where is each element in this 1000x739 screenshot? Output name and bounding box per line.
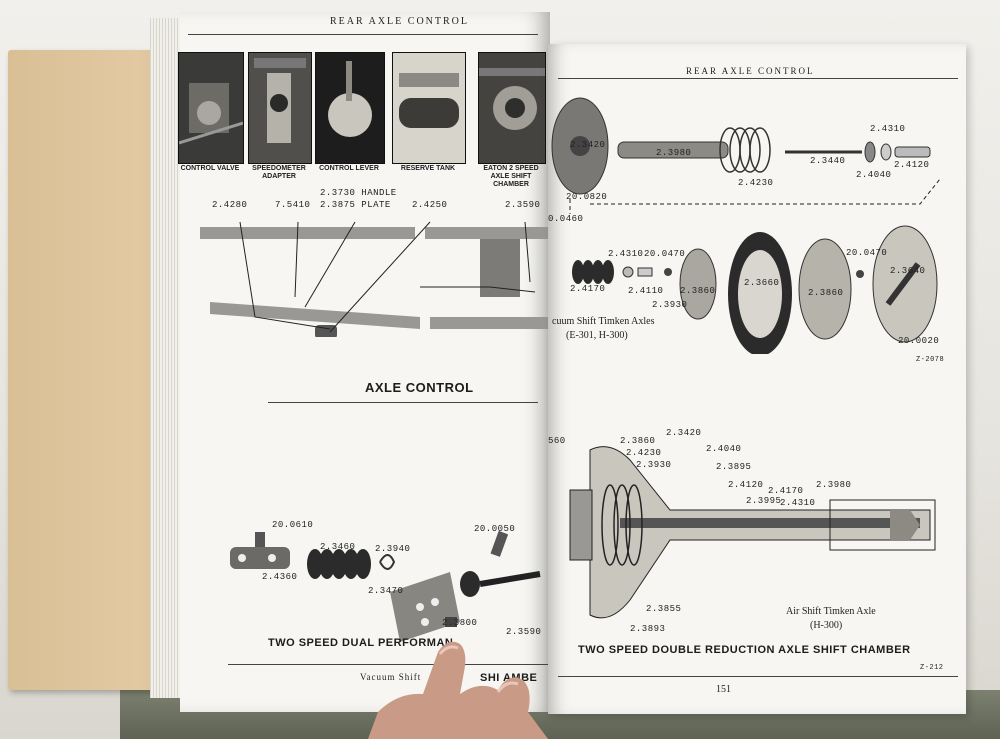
r-callout-2-3640: 2.3640 — [890, 266, 926, 276]
r-callout-2-4310-b: 2.4310 — [608, 249, 644, 259]
s-callout-2-3855: 2.3855 — [646, 604, 682, 614]
air-caption-line-1: Air Shift Timken Axle — [786, 606, 876, 617]
callout-2-3730: 2.3730 HANDLE — [320, 188, 397, 198]
r-callout-2-4170: 2.4170 — [570, 284, 606, 294]
callout-2-4360: 2.4360 — [262, 572, 298, 582]
callout-2-3940: 2.3940 — [375, 544, 411, 554]
r-callout-20-0020: 20.0020 — [898, 336, 940, 346]
r-callout-2-3860: 2.3860 — [680, 286, 716, 296]
r-callout-2-3860-b: 2.3860 — [808, 288, 844, 298]
hand-holding-page — [368, 641, 548, 739]
speedometer-adapter-photo — [248, 52, 312, 164]
callout-7-5410: 7.5410 — [275, 200, 311, 210]
photo-caption-reserve-tank: RESERVE TANK — [400, 165, 456, 172]
s-callout-2-3860: 2.3860 — [620, 436, 656, 446]
photo-caption-shift-chamber: EATON 2 SPEED AXLE SHIFT CHAMBER — [483, 165, 539, 188]
vacuum-caption-line-2: (E-301, H-300) — [566, 330, 628, 341]
header-rule — [188, 34, 538, 35]
s-callout-2-3893: 2.3893 — [630, 624, 666, 634]
air-caption-line-2: (H-300) — [810, 620, 843, 631]
callout-2-3800: 2.3800 — [442, 618, 478, 628]
r-callout-2-3660: 2.3660 — [744, 278, 780, 288]
r-callout-2-4120: 2.4120 — [894, 160, 930, 170]
right-page: REAR AXLE CONTROL — [548, 44, 966, 714]
figure-number-z-212: Z-212 — [920, 664, 944, 672]
footer-rule — [228, 664, 548, 665]
callout-2-4250: 2.4250 — [412, 200, 448, 210]
shift-chamber-cross-section — [569, 446, 936, 619]
s-callout-560: 560 — [548, 436, 566, 446]
left-page: REAR AXLE CONTROL CONTROL VALVE SPEEDOME… — [178, 12, 550, 712]
right-header-rule — [558, 78, 958, 79]
vacuum-shift-exploded-diagram — [551, 97, 941, 354]
callout-20-0050: 20.0050 — [474, 524, 516, 534]
r-callout-2-4310: 2.4310 — [870, 124, 906, 134]
s-callout-2-4040: 2.4040 — [706, 444, 742, 454]
r-callout-20-0470: 20.0470 — [644, 249, 686, 259]
photo-caption-control-lever: CONTROL LEVER — [319, 165, 379, 172]
s-callout-2-4120: 2.4120 — [728, 480, 764, 490]
s-callout-2-3930: 2.3930 — [636, 460, 672, 470]
photo-caption-control-valve: CONTROL VALVE — [180, 165, 240, 172]
r-callout-2-4230: 2.4230 — [738, 178, 774, 188]
callout-2-3590-bottom: 2.3590 — [506, 627, 542, 637]
right-footer-rule — [558, 676, 958, 677]
section-title-axle-control: AXLE CONTROL — [365, 380, 474, 395]
left-page-header: REAR AXLE CONTROL — [330, 16, 469, 27]
s-callout-2-4230: 2.4230 — [626, 448, 662, 458]
r-callout-2-3930: 2.3930 — [652, 300, 688, 310]
r-callout-2-3420: 2.3420 — [570, 140, 606, 150]
vacuum-caption-line-1: cuum Shift Timken Axles — [552, 316, 655, 327]
callout-2-3590-top: 2.3590 — [505, 200, 541, 210]
control-lever-photo — [315, 52, 385, 164]
photo-caption-speedometer-adapter: SPEEDOMETER ADAPTER — [252, 165, 306, 180]
s-callout-2-3980: 2.3980 — [816, 480, 852, 490]
callout-2-3470: 2.3470 — [368, 586, 404, 596]
shift-chamber-photo — [478, 52, 546, 164]
s-callout-2-3420: 2.3420 — [666, 428, 702, 438]
section-title-dual-performance: TWO SPEED DUAL PERFORMAN — [268, 637, 454, 649]
figure-number-z-2078: Z-2078 — [916, 356, 945, 364]
callout-20-0610: 20.0610 — [272, 520, 314, 530]
left-page-footer: Vacuum Shift — [360, 672, 422, 682]
s-callout-2-4310: 2.4310 — [780, 498, 816, 508]
section-title-double-reduction: TWO SPEED DOUBLE REDUCTION AXLE SHIFT CH… — [578, 644, 911, 656]
callout-2-4280: 2.4280 — [212, 200, 248, 210]
reserve-tank-photo — [392, 52, 466, 164]
r-callout-20-0820: 20.0820 — [566, 192, 608, 202]
r-callout-0-0460: 0.0460 — [548, 214, 584, 224]
chassis-control-diagram — [200, 221, 550, 337]
s-callout-2-3995: 2.3995 — [746, 496, 782, 506]
section-rule — [268, 402, 538, 403]
r-callout-2-4110: 2.4110 — [628, 286, 664, 296]
s-callout-2-3895: 2.3895 — [716, 462, 752, 472]
r-callout-20-0470-b: 20.0470 — [846, 248, 888, 258]
exploded-parts-diagram — [230, 530, 541, 642]
callout-2-3875: 2.3875 PLATE — [320, 200, 391, 210]
r-callout-2-4040: 2.4040 — [856, 170, 892, 180]
page-number: 151 — [716, 684, 731, 695]
callout-2-3460: 2.3460 — [320, 542, 356, 552]
s-callout-2-4170: 2.4170 — [768, 486, 804, 496]
right-page-header: REAR AXLE CONTROL — [686, 66, 815, 76]
r-callout-2-3440: 2.3440 — [810, 156, 846, 166]
r-callout-2-3980: 2.3980 — [656, 148, 692, 158]
control-valve-photo — [178, 52, 244, 164]
